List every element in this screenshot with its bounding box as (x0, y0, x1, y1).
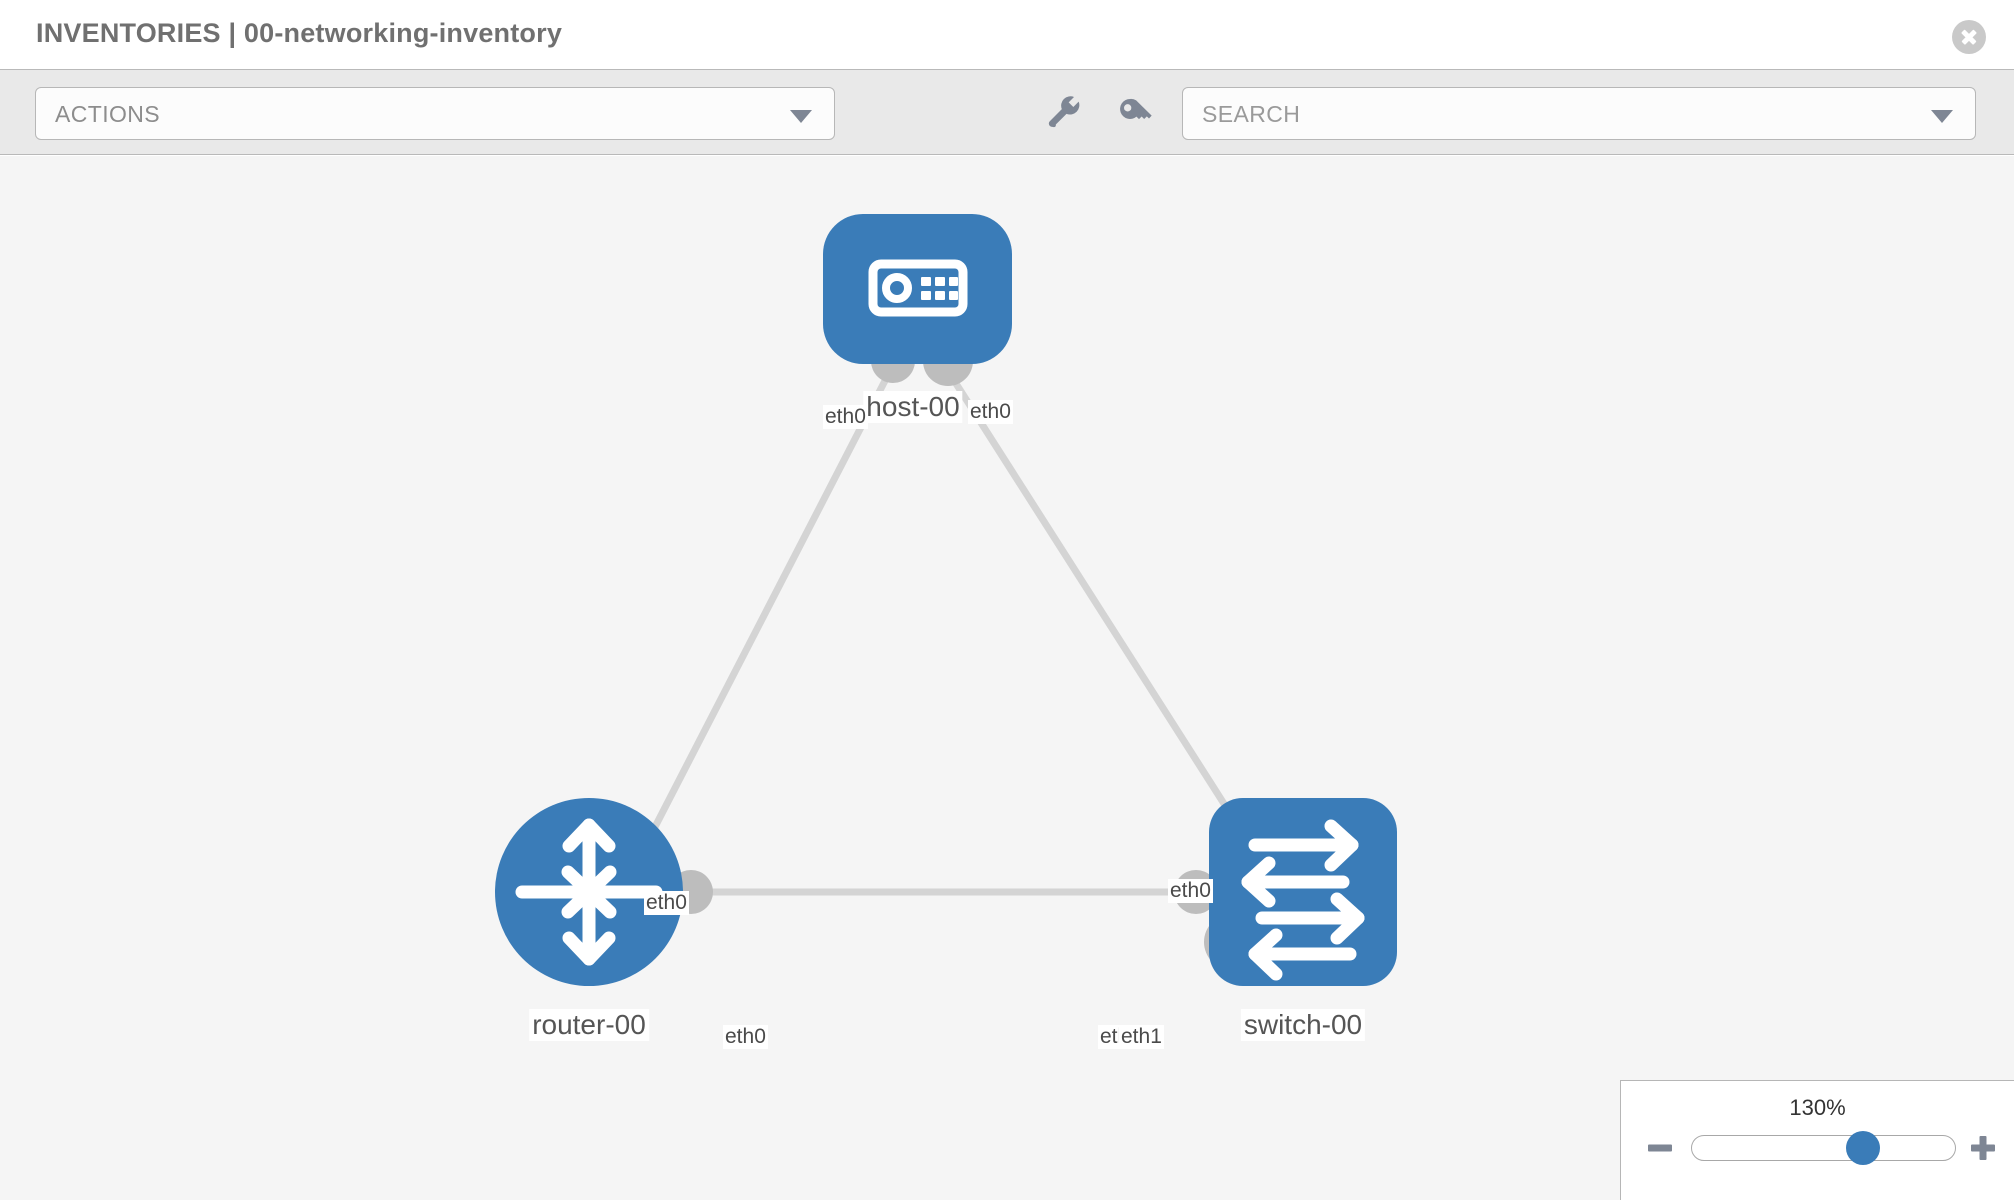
switch-arrows-icon (1241, 819, 1365, 981)
port-group (669, 336, 1260, 970)
chevron-down-icon (1931, 109, 1953, 123)
search-input[interactable]: SEARCH (1182, 87, 1976, 140)
iface-label-router-right: eth0 (723, 1025, 768, 1049)
zoom-slider[interactable] (1691, 1131, 1956, 1165)
iface-label-switch-upper: eth0 (1168, 879, 1213, 903)
node-switch-00 (1209, 798, 1397, 986)
chevron-down-icon (790, 109, 812, 123)
topology-graph (495, 214, 1397, 986)
edge-host-router (636, 369, 894, 858)
close-icon[interactable] (1952, 20, 1986, 54)
node-label-router-00: router-00 (529, 1009, 649, 1041)
zoom-in-button[interactable] (1966, 1131, 2000, 1165)
search-placeholder: SEARCH (1202, 101, 1301, 127)
key-icon[interactable] (1113, 94, 1157, 134)
zoom-out-button[interactable] (1643, 1131, 1677, 1165)
node-router-00 (495, 798, 683, 986)
edge-group (636, 369, 1238, 896)
iface-label-host-left: eth0 (823, 405, 868, 429)
page-title: INVENTORIES | 00-networking-inventory (36, 18, 563, 48)
wrench-icon[interactable] (1043, 94, 1087, 134)
page-header: INVENTORIES | 00-networking-inventory (0, 0, 2014, 69)
zoom-control-panel: 130% (1620, 1080, 2014, 1200)
topology-canvas[interactable]: host-00 router-00 switch-00 eth0 eth0 et… (0, 156, 2014, 1200)
actions-dropdown-label: ACTIONS (55, 101, 161, 127)
server-icon (868, 259, 968, 317)
iface-label-switch-left: eth1 (1119, 1025, 1164, 1049)
iface-label-router-upper: eth0 (644, 891, 689, 915)
zoom-percent-label: 130% (1789, 1095, 1846, 1120)
edge-host-switch (945, 369, 1238, 823)
router-arrows-icon (515, 818, 663, 966)
node-host-00 (823, 214, 1012, 364)
zoom-slider-thumb[interactable] (1845, 1131, 1880, 1165)
node-label-switch-00: switch-00 (1240, 1009, 1366, 1041)
actions-dropdown[interactable]: ACTIONS (35, 87, 835, 140)
iface-label-host-right: eth0 (968, 400, 1013, 424)
node-label-host-00: host-00 (863, 391, 963, 423)
toolbar: ACTIONS SEARCH (0, 69, 2014, 155)
